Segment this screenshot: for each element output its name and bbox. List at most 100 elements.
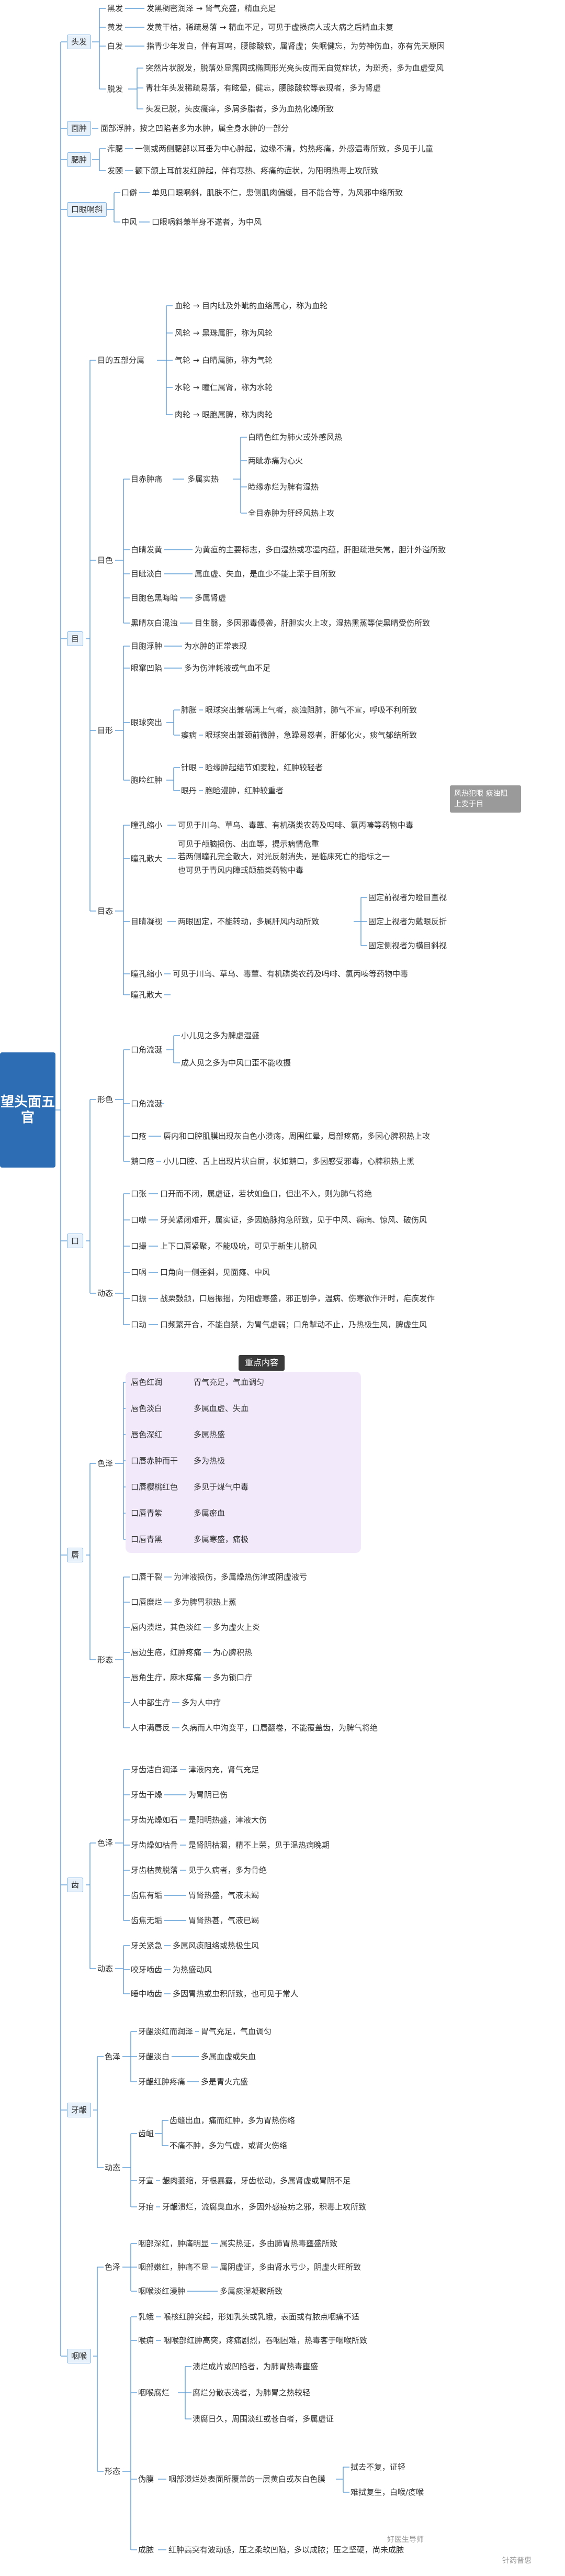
item-mid: 多属实热 xyxy=(187,474,219,484)
item-text: 为热盛动风 xyxy=(173,1965,212,1974)
item-label: 唇色深红 xyxy=(131,1430,163,1439)
item-text: 龈肉萎缩，牙根暴露，牙齿松动，多属肾虚或胃阴不足 xyxy=(162,2176,351,2185)
section-gums: 牙龈 xyxy=(67,2103,92,2117)
item-label: 目胞浮肿 xyxy=(131,641,163,651)
watermark: 好医生导师 xyxy=(387,2536,424,2544)
section-lips: 唇 xyxy=(67,1548,84,1562)
item-label: 咽部嫩红，肿痛不显 xyxy=(138,2262,209,2272)
item-sub: 拭去不复，证轻 xyxy=(351,2462,406,2472)
item-label: 肺胀 xyxy=(181,705,197,715)
teeth-color: 色泽 xyxy=(97,1838,114,1848)
watermark: 针药普惠 xyxy=(502,2557,532,2565)
item-text: 津液内充，肾气充足 xyxy=(188,1765,259,1774)
item-text: 眼球突出兼颈前微肿，急躁易怒者，肝郁化火，痰气郁结所致 xyxy=(205,730,417,740)
item-sub: 溃烂成片或凹陷者，为肺胃热毒壅盛 xyxy=(193,2362,319,2371)
item-label: 牙宣 xyxy=(138,2176,154,2185)
item-sub: 溃腐日久，周围淡红或苍白者，多属虚证 xyxy=(193,2414,334,2424)
item-text: 上下口唇紧聚，不能吸吮，可见于新生儿脐风 xyxy=(160,1241,318,1251)
item-label: 针眼 xyxy=(181,763,197,772)
item-text: 多属热盛 xyxy=(194,1430,225,1439)
item-text: 胃肾热盛，气液未竭 xyxy=(188,1891,259,1900)
item-label: 唇角生疔，麻木痒痛 xyxy=(131,1673,202,1682)
item-label: 成脓 xyxy=(138,2545,154,2555)
item-label: 眼球突出 xyxy=(131,718,163,727)
item-label: 咬牙啮齿 xyxy=(131,1965,163,1974)
item-text: 多属肾虚 xyxy=(195,593,227,603)
item-label: 人中部生疔 xyxy=(131,1698,171,1707)
item-sub: 腐烂分散表浅者，为肺胃之热较轻 xyxy=(193,2388,311,2397)
item-text: 多为脾胃积热上蒸 xyxy=(174,1597,237,1607)
item-text: 一侧或两侧腮部以耳垂为中心肿起，边缘不清，灼热疼痛，外感温毒所致，多见于儿童 xyxy=(135,144,434,153)
mouth-shape-color: 形色 xyxy=(97,1095,114,1104)
item-label: 脱发 xyxy=(107,84,123,94)
item-text: 肉轮 → 眼胞属脾，称为肉轮 xyxy=(175,410,273,419)
item-label: 瞳孔散大 xyxy=(131,990,163,1000)
item-label: 牙齿洁白润泽 xyxy=(131,1765,178,1774)
item-sub: 青壮年头发稀疏易落，有眩晕，健忘，腰膝酸软等表现者，多为肾虚 xyxy=(145,83,381,93)
lips-shape: 形态 xyxy=(97,1655,114,1664)
eye-shape: 目形 xyxy=(97,726,114,735)
item-label: 牙齿燥如枯骨 xyxy=(131,1840,178,1850)
item-text: 多属瘀血 xyxy=(194,1508,225,1518)
item-text: 颧下颌上耳前发红肿起，伴有寒热、疼痛的症状，为阳明热毒上攻所致 xyxy=(135,166,379,175)
section-teeth: 齿 xyxy=(67,1878,84,1892)
item-label: 黄发 xyxy=(107,23,123,32)
item-label: 口撮 xyxy=(131,1241,147,1251)
item-label: 白睛发黄 xyxy=(131,545,163,554)
section-eyes: 目 xyxy=(67,631,84,646)
item-sub: 头发已脱，头皮瘙痒，多屑多脂者，多为血热化燥所致 xyxy=(145,104,334,114)
item-text: 气轮 → 白睛属肺，称为气轮 xyxy=(175,356,273,365)
root-title: 望头面五官 xyxy=(0,1094,55,1126)
item-label: 牙齿干燥 xyxy=(131,1790,163,1800)
item-label: 瘿病 xyxy=(181,730,197,740)
item-label: 目胞色黑晦暗 xyxy=(131,593,178,603)
teeth-movement: 动态 xyxy=(97,1964,114,1973)
eye-state: 目态 xyxy=(97,906,114,916)
item-text: 是阳明热盛，津液大伤 xyxy=(188,1815,267,1825)
item-sub: 小儿见之多为脾虚湿盛 xyxy=(181,1031,260,1040)
item-label: 齿衄 xyxy=(138,2129,154,2138)
item-label: 口振 xyxy=(131,1294,147,1303)
item-text: 多见于煤气中毒 xyxy=(194,1482,249,1492)
item-text: 眼球突出兼喘满上气者，痰浊阻肺，肺气不宣，呼吸不利所致 xyxy=(205,705,417,715)
item-text: 指青少年发白，伴有耳鸣，腰膝酸软，属肾虚；失眠健忘，为劳神伤血，亦有先天原因 xyxy=(146,41,445,51)
item-label: 目赤肿痛 xyxy=(131,474,163,484)
item-label: 胞睑红肿 xyxy=(131,775,163,785)
item-label: 唇内溃烂，其色淡红 xyxy=(131,1623,202,1632)
item-label: 口噤 xyxy=(131,1215,147,1225)
item-sub: 睑缘赤烂为脾有湿热 xyxy=(248,482,319,492)
highlight-panel xyxy=(126,1372,361,1553)
item-sub: 也可见于青风内障或颠茄类药物中毒 xyxy=(178,865,304,875)
item-text: 多因胃热或虫积所致，也可见于常人 xyxy=(173,1989,299,1998)
item-text: 血轮 → 目内眦及外眦的血络属心，称为血轮 xyxy=(175,301,328,310)
item-sub: 难拭复生，白喉/疫喉 xyxy=(351,2488,424,2497)
item-text: 咽喉部红肿高突，疼痛剧烈，吞咽困难，热毒客于咽喉所致 xyxy=(163,2336,368,2345)
item-text: 可见于川乌、草乌、毒蕈、有机磷类农药及吗啡、氯丙嗪等药物中毒 xyxy=(178,820,414,830)
item-label: 目睛凝视 xyxy=(131,917,163,926)
item-text: 喉核红肿突起，形如乳头或乳蛾，表面或有脓点咽痛不适 xyxy=(163,2312,360,2322)
item-text: 胃气充足，气血调匀 xyxy=(194,1378,265,1387)
item-label: 瞳孔缩小 xyxy=(131,820,163,830)
grey-note: 风热犯眼 痰浊阻 上变于目 xyxy=(450,785,521,813)
item-label: 喉痈 xyxy=(138,2336,154,2345)
item-text: 发黑稠密润泽 → 肾气充盛，精血充足 xyxy=(146,4,276,13)
item-label: 牙疳 xyxy=(138,2202,154,2212)
item-text: 两眼固定，不能转动，多属肝风内动所致 xyxy=(178,917,320,926)
item-text: 口开而不闭，属虚证，若状如鱼口，但出不入，则为肺气将绝 xyxy=(160,1189,372,1198)
item-label: 黑发 xyxy=(107,4,123,13)
item-label: 牙龈淡白 xyxy=(138,2052,170,2061)
item-label: 瞳孔缩小 xyxy=(131,969,163,979)
item-text: 胃肾热甚，气液已竭 xyxy=(188,1916,259,1925)
item-text: 发黄干枯，稀疏易落 → 精血不足，可见于虚损病人或大病之后精血未复 xyxy=(146,23,394,32)
item-label: 口疮 xyxy=(131,1131,147,1141)
item-label: 唇色淡白 xyxy=(131,1404,163,1413)
item-label: 口唇青紫 xyxy=(131,1508,163,1518)
item-label: 口㖞 xyxy=(131,1268,147,1277)
item-text: 战栗鼓颔，口唇振摇，为阳虚寒盛，邪正剧争，温病、伤寒欲作汗时，疟疾发作 xyxy=(160,1294,435,1303)
item-label: 齿焦有垢 xyxy=(131,1891,163,1900)
item-text: 为心脾积热 xyxy=(213,1648,253,1657)
item-text: 单见口眼㖞斜，肌肤不仁，患侧肌肉偏缓，目不能合等，为风邪中络所致 xyxy=(152,188,403,197)
item-label: 口角流涎 xyxy=(131,1099,163,1108)
item-text: 目生翳，多因邪毒侵袭，肝胆实火上攻，湿热熏蒸等使黑睛受伤所致 xyxy=(195,618,431,628)
item-text: 多属风痰阻络或热极生风 xyxy=(173,1941,259,1950)
